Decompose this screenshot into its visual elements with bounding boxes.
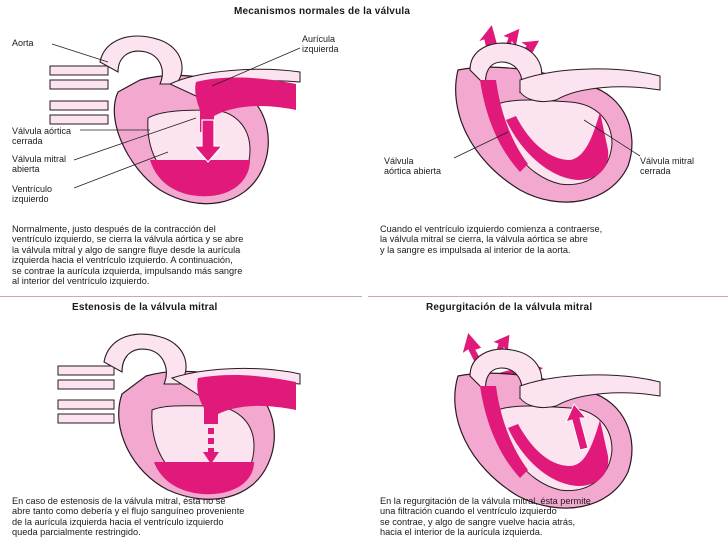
label-left-atrium: Aurícula izquierda	[302, 34, 339, 54]
section-divider-left	[0, 296, 362, 297]
label-mitral-valve-closed: Válvula mitral cerrada	[640, 156, 695, 176]
text-mitral-stenosis: En caso de estenosis de la válvula mitra…	[12, 496, 245, 538]
text-normal-diastole: Normalmente, justo después de la contrac…	[12, 224, 244, 287]
label-left-ventricle: Ventrículo izquierdo	[12, 184, 53, 204]
title-mitral-regurgitation: Regurgitación de la válvula mitral	[426, 302, 593, 313]
label-aortic-valve-open: Válvula aórtica abierta	[384, 156, 442, 176]
label-mitral-valve-open: Válvula mitral abierta	[12, 154, 67, 174]
text-normal-systole: Cuando el ventrículo izquierdo comienza …	[380, 224, 603, 255]
title-mitral-stenosis: Estenosis de la válvula mitral	[72, 302, 218, 313]
title-normal-mechanisms: Mecanismos normales de la válvula	[234, 6, 411, 17]
label-aortic-valve-closed: Válvula aórtica cerrada	[12, 126, 72, 146]
section-divider-right	[368, 296, 728, 297]
text-mitral-regurgitation: En la regurgitación de la válvula mitral…	[380, 496, 591, 538]
label-aorta: Aorta	[12, 38, 34, 48]
